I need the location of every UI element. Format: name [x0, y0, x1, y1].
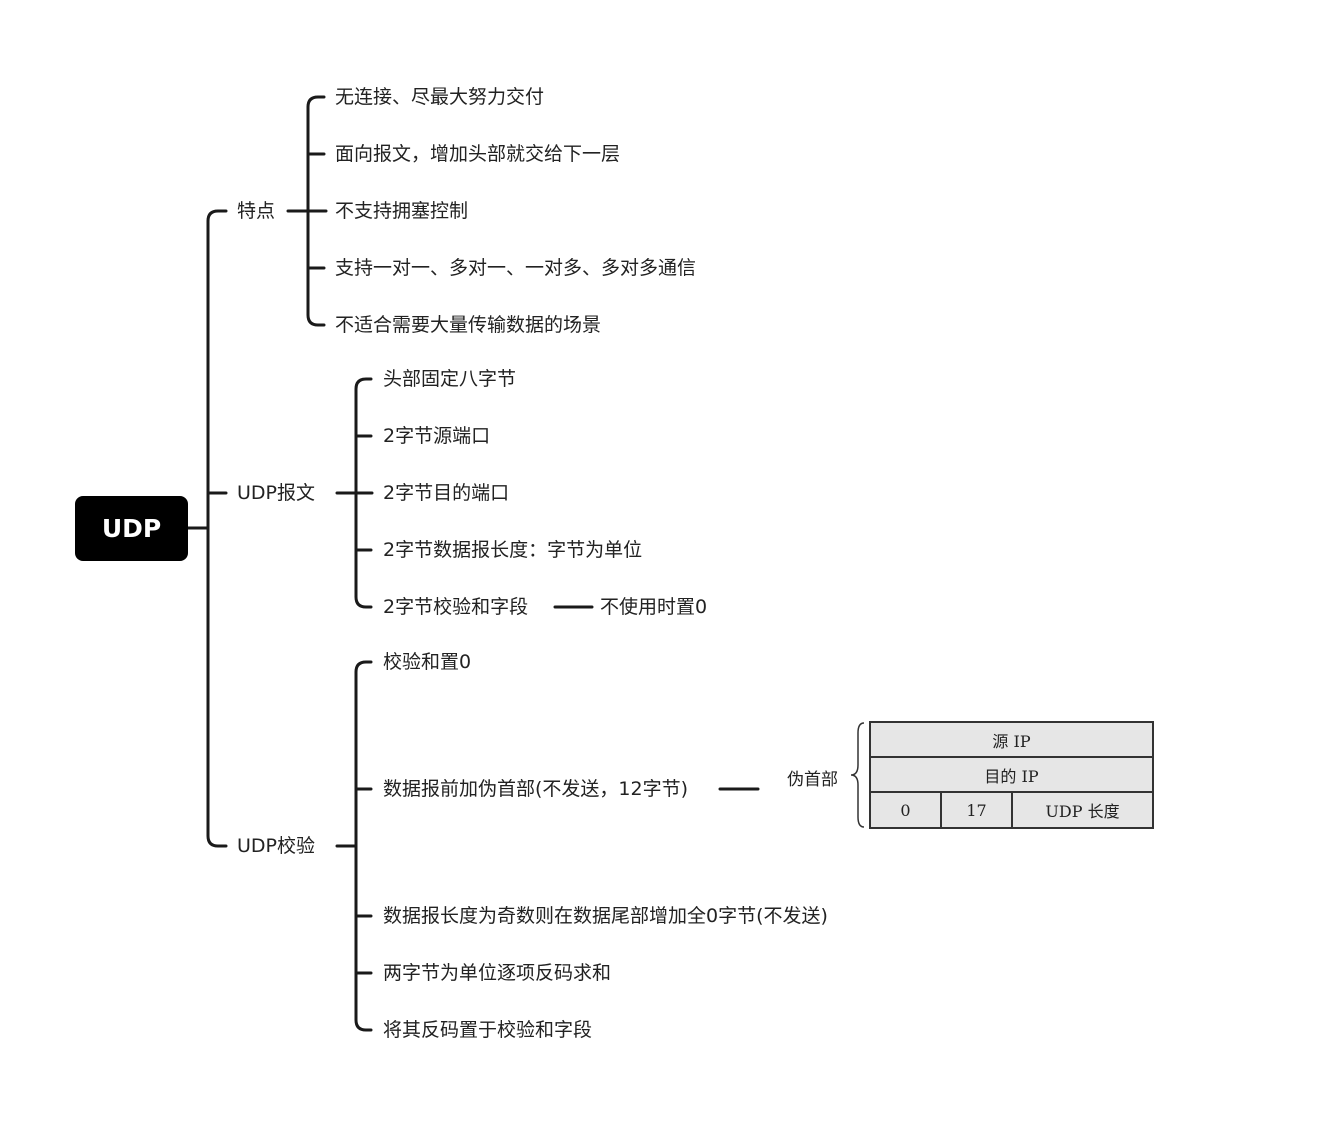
- packet-item[interactable]: 头部固定八字节: [383, 368, 517, 390]
- feature-item[interactable]: 支持一对一、多对一、一对多、多对多通信: [335, 257, 697, 279]
- packet-item[interactable]: 2字节目的端口: [383, 482, 510, 504]
- feature-item[interactable]: 不支持拥塞控制: [335, 200, 469, 222]
- branch-udp-check[interactable]: UDP校验: [237, 835, 315, 857]
- pseudo-cell-protocol: 17: [942, 793, 1013, 827]
- pseudo-cell-udp-length: UDP 长度: [1045, 802, 1120, 821]
- packet-item[interactable]: 2字节数据报长度：字节为单位: [383, 539, 643, 561]
- check-item[interactable]: 校验和置0: [383, 651, 472, 673]
- pseudo-header-table: 源 IP 目的 IP 0 17 UDP 长度: [869, 721, 1154, 829]
- branch-udp-packet[interactable]: UDP报文: [237, 482, 315, 504]
- check-item[interactable]: 数据报前加伪首部(不发送，12字节): [383, 778, 689, 800]
- features-bracket: [306, 95, 326, 327]
- root-label: UDP: [101, 514, 162, 543]
- pseudo-header-label: 伪首部: [787, 770, 838, 790]
- feature-item[interactable]: 面向报文，增加头部就交给下一层: [335, 143, 621, 165]
- feature-item[interactable]: 无连接、尽最大努力交付: [335, 86, 545, 108]
- packet-bracket: [354, 377, 373, 609]
- check-bracket: [354, 660, 373, 1032]
- packet-item[interactable]: 2字节校验和字段: [383, 596, 529, 618]
- packet-item[interactable]: 2字节源端口: [383, 425, 491, 447]
- pseudo-row-fields: 0 17 UDP 长度: [871, 793, 1152, 827]
- check-item[interactable]: 将其反码置于校验和字段: [383, 1019, 593, 1041]
- main-spine: [206, 209, 228, 848]
- pseudo-row-dest-ip: 目的 IP: [871, 758, 1152, 793]
- feature-item[interactable]: 不适合需要大量传输数据的场景: [335, 314, 602, 336]
- check-item[interactable]: 数据报长度为奇数则在数据尾部增加全0字节(不发送): [383, 905, 828, 927]
- root-node[interactable]: UDP: [75, 496, 188, 561]
- pseudo-header-brace: [850, 722, 865, 828]
- check-item[interactable]: 两字节为单位逐项反码求和: [383, 962, 612, 984]
- pseudo-row-source-ip: 源 IP: [871, 723, 1152, 758]
- checksum-sub-item[interactable]: 不使用时置0: [600, 596, 708, 618]
- branch-features[interactable]: 特点: [237, 200, 276, 222]
- pseudo-cell-zero: 0: [871, 793, 942, 827]
